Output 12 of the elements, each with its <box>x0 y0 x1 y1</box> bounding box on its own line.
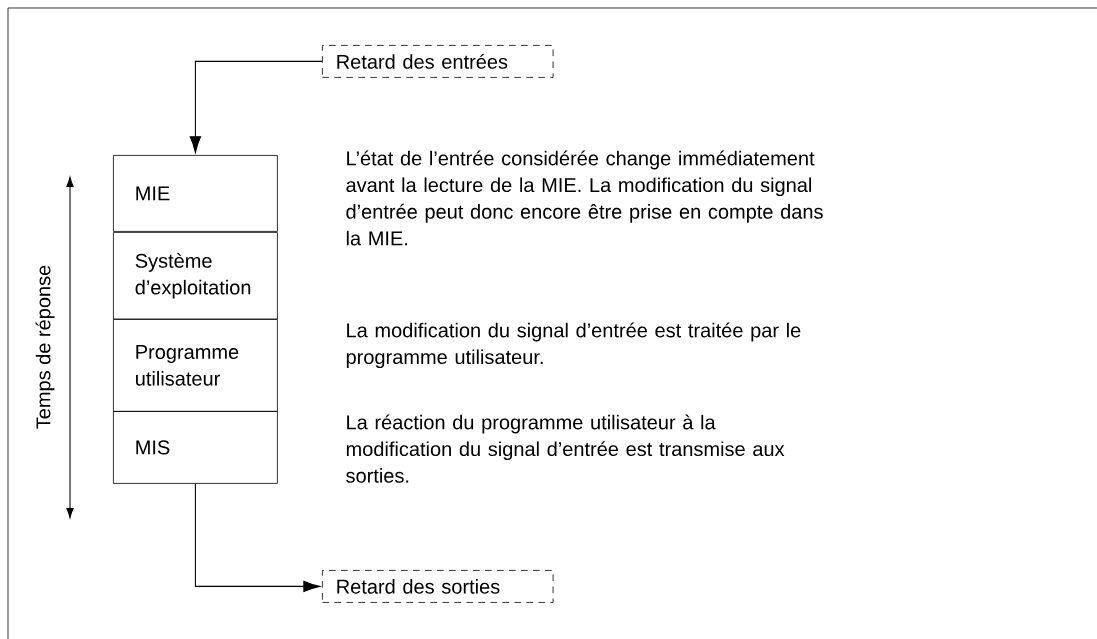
axis-label: Temps de réponse <box>35 265 55 429</box>
stack-cell: MIS <box>113 411 278 484</box>
arrow <box>194 483 320 593</box>
stack-cell: Système d’exploitation <box>113 232 278 320</box>
description-text: La modification du signal d’entrée est traitée par le programme utilisateur. <box>346 322 801 369</box>
description-text: L’état de l’entrée considérée change immédiatement avant la lecture de la MIE. La modification du signal d’entrée peut donc encore être prise en compte dans la MIE. <box>346 150 823 246</box>
stack-cell: MIE <box>113 155 278 232</box>
stack-cell: Programme utilisateur <box>113 319 278 412</box>
delay-box: Retard des entrées <box>322 45 554 78</box>
arrow <box>189 60 323 153</box>
description-text: La réaction du programme utilisateur à la modification du signal d’entrée est transmise aux sorties. <box>346 414 785 483</box>
delay-box: Retard des sorties <box>322 570 554 603</box>
